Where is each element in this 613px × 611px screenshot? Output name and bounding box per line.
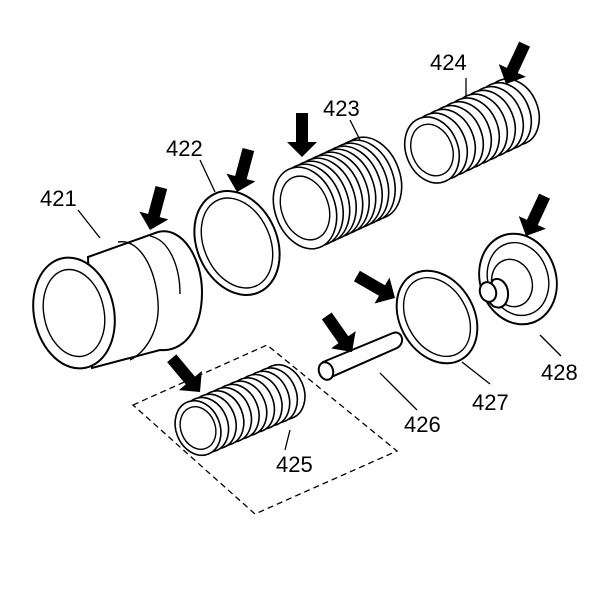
part-425 [174, 363, 306, 457]
part-424 [403, 78, 541, 184]
part-428 [478, 232, 558, 326]
label-427: 427 [472, 390, 509, 415]
label-425: 425 [276, 452, 313, 477]
part-422 [193, 190, 281, 296]
dashed-group-box [131, 344, 399, 515]
label-421: 421 [40, 186, 77, 211]
part-423 [272, 136, 403, 250]
arrow-icon [287, 113, 317, 157]
label-423: 423 [323, 96, 360, 121]
label-422: 422 [166, 136, 203, 161]
label-426: 426 [404, 412, 441, 437]
label-428: 428 [541, 360, 578, 385]
arrow-icon [135, 183, 176, 234]
part-426 [317, 331, 404, 381]
part-421 [32, 230, 204, 370]
arrow-icon [160, 348, 212, 402]
label-424: 424 [430, 50, 467, 75]
arrow-icon [222, 145, 263, 196]
arrow-icon [349, 263, 403, 311]
part-427 [395, 269, 479, 365]
